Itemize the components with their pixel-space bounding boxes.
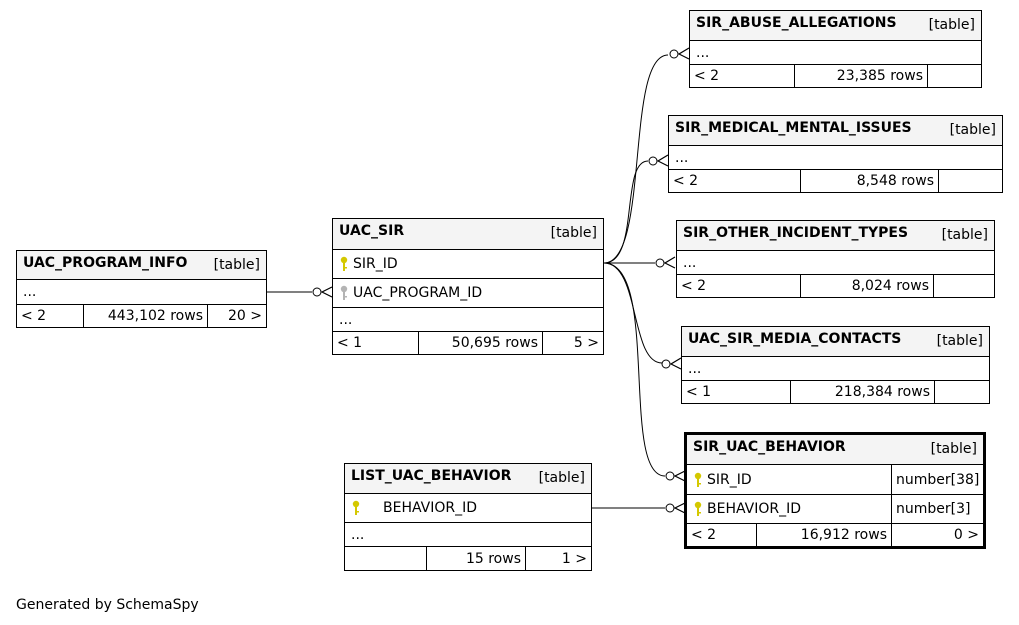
table-kind: [table]	[550, 225, 597, 241]
table-sir-medical-mental-issues[interactable]: SIR_MEDICAL_MENTAL_ISSUES [table] ... < …	[668, 115, 1003, 193]
table-name[interactable]: SIR_UAC_BEHAVIOR	[693, 439, 846, 455]
column-name: SIR_ID	[707, 471, 752, 488]
table-header[interactable]: SIR_UAC_BEHAVIOR [table]	[687, 435, 983, 464]
table-kind: [table]	[213, 257, 260, 273]
table-uac-program-info[interactable]: UAC_PROGRAM_INFO [table] ... < 2 443,102…	[16, 250, 267, 328]
table-footer: < 2 443,102 rows 20 >	[17, 304, 266, 327]
table-name[interactable]: UAC_PROGRAM_INFO	[23, 255, 188, 271]
row-count: 218,384 rows	[790, 381, 934, 403]
table-footer: < 2 16,912 rows 0 >	[687, 523, 983, 546]
table-footer: < 2 23,385 rows	[690, 64, 981, 87]
children-count[interactable]	[927, 65, 981, 87]
column-name: BEHAVIOR_ID	[383, 500, 478, 516]
table-header[interactable]: LIST_UAC_BEHAVIOR [table]	[345, 464, 591, 493]
column-row[interactable]: SIR_ID number[38]	[687, 464, 983, 494]
table-kind: [table]	[928, 17, 975, 33]
table-kind: [table]	[930, 441, 977, 457]
row-count: 15 rows	[426, 547, 525, 570]
columns-ellipsis: ...	[682, 356, 989, 380]
edge-sir-to-media	[603, 262, 663, 364]
children-count[interactable]: 0 >	[891, 524, 983, 546]
columns-ellipsis: ...	[690, 40, 981, 64]
column-name-cell: SIR_ID	[687, 465, 891, 494]
table-footer: 15 rows 1 >	[345, 546, 591, 570]
table-header[interactable]: UAC_SIR [table]	[333, 219, 603, 249]
table-name[interactable]: SIR_OTHER_INCIDENT_TYPES	[683, 225, 909, 241]
column-row[interactable]: UAC_PROGRAM_ID	[333, 278, 603, 307]
table-sir-abuse-allegations[interactable]: SIR_ABUSE_ALLEGATIONS [table] ... < 2 23…	[689, 10, 982, 88]
table-name[interactable]: UAC_SIR_MEDIA_CONTACTS	[688, 331, 902, 347]
primary-key-icon	[694, 472, 702, 487]
primary-key-icon	[694, 501, 702, 516]
table-list-uac-behavior[interactable]: LIST_UAC_BEHAVIOR [table] BEHAVIOR_ID ..…	[344, 463, 592, 571]
column-row[interactable]: BEHAVIOR_ID number[3]	[687, 494, 983, 523]
edge-sir-to-medical	[603, 160, 649, 264]
table-header[interactable]: SIR_OTHER_INCIDENT_TYPES [table]	[677, 221, 994, 250]
parents-count[interactable]: < 2	[673, 173, 699, 189]
table-footer: < 1 50,695 rows 5 >	[333, 331, 603, 354]
primary-key-icon	[340, 256, 348, 271]
foreign-key-icon	[340, 285, 348, 300]
row-count: 16,912 rows	[756, 524, 891, 546]
table-header[interactable]: UAC_SIR_MEDIA_CONTACTS [table]	[682, 327, 989, 356]
parents-count[interactable]: < 1	[337, 335, 363, 351]
column-name: UAC_PROGRAM_ID	[353, 285, 483, 301]
columns-ellipsis: ...	[17, 279, 266, 304]
edge-sir-to-behavior	[603, 262, 666, 477]
column-row[interactable]: BEHAVIOR_ID	[345, 493, 591, 522]
row-count: 8,548 rows	[800, 170, 938, 192]
columns-ellipsis: ...	[333, 307, 603, 331]
columns-ellipsis: ...	[677, 250, 994, 274]
children-count[interactable]: 20 >	[207, 305, 266, 327]
generated-by-note: Generated by SchemaSpy	[16, 597, 199, 613]
parents-count[interactable]: < 2	[681, 278, 707, 294]
table-header[interactable]: UAC_PROGRAM_INFO [table]	[17, 251, 266, 279]
children-count[interactable]	[934, 381, 989, 403]
table-name[interactable]: SIR_ABUSE_ALLEGATIONS	[696, 15, 897, 31]
table-name[interactable]: LIST_UAC_BEHAVIOR	[351, 468, 512, 484]
columns-ellipsis: ...	[669, 145, 1002, 169]
row-count: 50,695 rows	[418, 332, 542, 354]
columns-ellipsis: ...	[345, 522, 591, 546]
table-kind: [table]	[538, 470, 585, 486]
parents-count[interactable]: < 2	[694, 68, 720, 84]
table-name[interactable]: SIR_MEDICAL_MENTAL_ISSUES	[675, 120, 912, 136]
children-count[interactable]	[933, 275, 994, 297]
table-uac-sir[interactable]: UAC_SIR [table] SIR_ID UAC_PROGRAM_ID ..…	[332, 218, 604, 355]
table-footer: < 2 8,024 rows	[677, 274, 994, 297]
edge-sir-to-abuse	[603, 54, 669, 264]
column-type: number[3]	[891, 495, 983, 523]
column-name-cell: BEHAVIOR_ID	[687, 495, 891, 523]
parents-count[interactable]: < 1	[686, 384, 712, 400]
table-kind: [table]	[941, 227, 988, 243]
row-count: 443,102 rows	[83, 305, 207, 327]
row-count: 8,024 rows	[800, 275, 933, 297]
parents-count[interactable]: < 2	[21, 308, 47, 324]
table-name[interactable]: UAC_SIR	[339, 223, 405, 239]
children-count[interactable]: 1 >	[525, 547, 591, 570]
table-sir-uac-behavior[interactable]: SIR_UAC_BEHAVIOR [table] SIR_ID number[3…	[684, 432, 986, 549]
table-uac-sir-media-contacts[interactable]: UAC_SIR_MEDIA_CONTACTS [table] ... < 1 2…	[681, 326, 990, 404]
parents-count[interactable]: < 2	[691, 527, 717, 543]
table-kind: [table]	[949, 122, 996, 138]
parents-count[interactable]	[345, 547, 426, 570]
children-count[interactable]	[938, 170, 1002, 192]
primary-key-icon	[352, 500, 360, 515]
column-name: SIR_ID	[353, 256, 398, 272]
table-header[interactable]: SIR_MEDICAL_MENTAL_ISSUES [table]	[669, 116, 1002, 145]
table-footer: < 2 8,548 rows	[669, 169, 1002, 192]
table-header[interactable]: SIR_ABUSE_ALLEGATIONS [table]	[690, 11, 981, 40]
column-type: number[38]	[891, 465, 983, 494]
children-count[interactable]: 5 >	[542, 332, 603, 354]
column-name: BEHAVIOR_ID	[707, 501, 802, 517]
column-row[interactable]: SIR_ID	[333, 249, 603, 278]
table-kind: [table]	[936, 333, 983, 349]
table-footer: < 1 218,384 rows	[682, 380, 989, 403]
row-count: 23,385 rows	[794, 65, 927, 87]
table-sir-other-incident-types[interactable]: SIR_OTHER_INCIDENT_TYPES [table] ... < 2…	[676, 220, 995, 298]
